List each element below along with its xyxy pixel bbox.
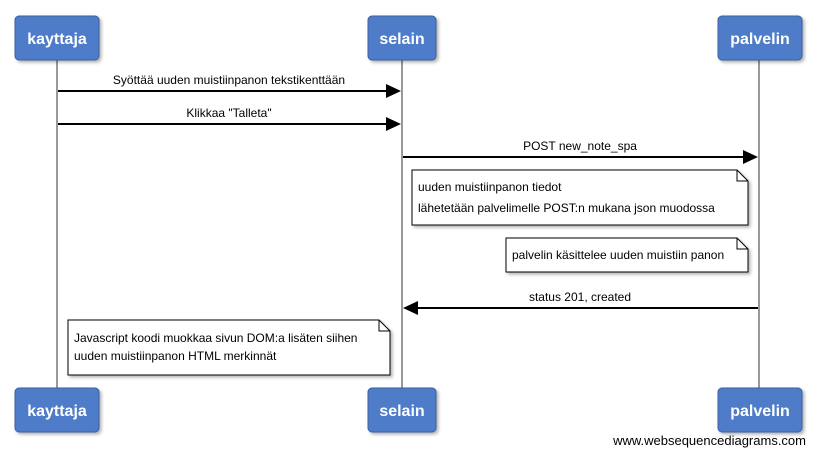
arrowhead-icon xyxy=(386,84,401,98)
message-label: status 201, created xyxy=(529,290,631,304)
actor-selain-top: selain xyxy=(367,15,437,61)
watermark: www.websequencediagrams.com xyxy=(612,433,806,448)
message-arrow: status 201, created xyxy=(403,290,758,315)
actor-kayttaja-bottom: kayttaja xyxy=(14,387,100,433)
message-arrow: Klikkaa "Talleta" xyxy=(58,106,401,131)
message-arrow: Syöttää uuden muistiinpanon tekstikenttä… xyxy=(58,73,401,98)
actor-label: selain xyxy=(379,403,424,420)
message-label: Syöttää uuden muistiinpanon tekstikenttä… xyxy=(113,73,345,87)
message-arrow: POST new_note_spa xyxy=(403,139,758,164)
actor-label: palvelin xyxy=(730,31,790,48)
message-label: POST new_note_spa xyxy=(523,139,637,153)
arrowhead-icon xyxy=(403,301,418,315)
note: uuden muistiinpanon tiedot lähetetään pa… xyxy=(411,169,749,226)
actor-palvelin-bottom: palvelin xyxy=(717,387,803,433)
note-text: uuden muistiinpanon HTML merkinnät xyxy=(74,349,277,363)
arrowhead-icon xyxy=(743,150,758,164)
actor-label: kayttaja xyxy=(27,31,87,48)
actor-kayttaja-top: kayttaja xyxy=(14,15,100,61)
actor-label: selain xyxy=(379,31,424,48)
actor-label: kayttaja xyxy=(27,403,87,420)
note-text: uuden muistiinpanon tiedot xyxy=(418,180,562,194)
actor-selain-bottom: selain xyxy=(367,387,437,433)
note-text: palvelin käsittelee uuden muistiin panon xyxy=(512,248,724,262)
note: Javascript koodi muokkaa sivun DOM:a lis… xyxy=(67,319,391,376)
note-text: lähetetään palvelimelle POST:n mukana js… xyxy=(418,201,715,215)
note-text: Javascript koodi muokkaa sivun DOM:a lis… xyxy=(74,331,357,345)
actor-label: palvelin xyxy=(730,403,790,420)
actor-palvelin-top: palvelin xyxy=(717,15,803,61)
arrowhead-icon xyxy=(386,117,401,131)
note: palvelin käsittelee uuden muistiin panon xyxy=(505,237,749,273)
message-label: Klikkaa "Talleta" xyxy=(186,106,271,120)
